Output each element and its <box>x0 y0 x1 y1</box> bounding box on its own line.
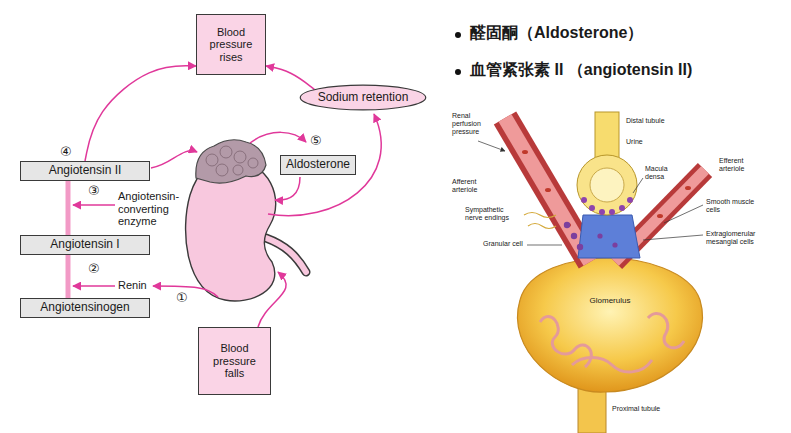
trigger-box: Blood pressure falls <box>198 327 271 395</box>
leader-line <box>664 205 703 223</box>
anatomy-label: Proximal tubule <box>612 405 672 413</box>
hormone-box: Angiotensinogen <box>20 298 150 318</box>
adrenal-gland <box>196 140 266 183</box>
blood-cell <box>522 150 528 154</box>
anatomy-label: Smooth muscle cells <box>706 198 766 214</box>
nerve-endings <box>524 213 556 229</box>
adrenal-lobule <box>248 158 258 168</box>
effect-arrow <box>266 66 314 89</box>
tubule-section <box>577 155 637 215</box>
node-text: Sodium retention <box>318 91 409 105</box>
node-text: Blood pressure falls <box>203 342 266 380</box>
macula-cell <box>589 205 595 211</box>
glomerulus <box>517 258 702 392</box>
enzyme-label: Renin <box>118 279 152 292</box>
callout-number: ② <box>88 262 106 277</box>
adrenal-texture <box>206 146 258 176</box>
leader-line <box>643 235 703 240</box>
blood-cells <box>522 150 691 227</box>
leader-line <box>527 245 562 246</box>
anatomy-label: Distal tubule <box>626 117 686 125</box>
adrenal-lobule <box>220 146 232 158</box>
macula-cell <box>619 205 625 211</box>
pathway-arrow <box>268 114 381 216</box>
leader-lines <box>478 141 703 245</box>
pathway-arrow <box>151 151 197 168</box>
enzyme-arrow <box>73 285 115 287</box>
outcome-box: Blood pressure rises <box>196 14 266 75</box>
node-text: Angiotensin II <box>49 164 122 178</box>
capillary <box>572 358 652 372</box>
leader-line <box>633 178 643 193</box>
macula-cell <box>599 209 605 215</box>
macula-cell <box>627 197 633 203</box>
hormone-box: Aldosterone <box>280 155 356 175</box>
blood-cell <box>545 188 551 192</box>
hormone-box: Angiotensin II <box>20 161 150 181</box>
pathway-arrow <box>275 177 300 200</box>
macula-densa <box>581 197 633 215</box>
granular-cell <box>564 222 570 228</box>
conversion-bar <box>66 181 71 235</box>
juxtaglomerular-figure <box>478 112 705 433</box>
node-text: Aldosterone <box>286 158 350 172</box>
hormone-box: Angiotensin I <box>20 235 150 255</box>
callout-number: ④ <box>60 145 78 160</box>
anatomy-label: Extraglomerular mesangial cells <box>706 230 776 246</box>
blood-cell <box>657 214 663 218</box>
effect-ellipse: Sodium retention <box>299 84 427 111</box>
blood-cell <box>685 186 691 190</box>
pathway-arrows <box>73 114 381 327</box>
mesangial-cells <box>578 215 640 258</box>
pressure-arrow <box>478 141 505 151</box>
adrenal-lobule <box>206 154 218 166</box>
node-text: Angiotensin I <box>50 238 119 252</box>
macula-cell <box>609 209 615 215</box>
pathway-arrow <box>258 272 286 327</box>
enzyme-arrow <box>73 204 115 206</box>
granular-cell <box>577 244 583 250</box>
effect-arrow <box>85 66 196 161</box>
granular-cell <box>597 233 602 238</box>
ellipse-shape <box>300 85 425 110</box>
conversion-bar <box>66 255 71 298</box>
bullet-dot <box>455 69 461 75</box>
granular-cell <box>612 242 617 247</box>
anatomy-label: Afferent arteriole <box>452 178 492 194</box>
enzyme-label: Angiotensin-converting enzyme <box>118 190 188 228</box>
anatomy-label: Renal perfusion pressure <box>452 112 496 136</box>
anatomy-label: Glomerulus <box>580 296 640 305</box>
adrenal-lobule <box>233 165 243 175</box>
adrenal-lobule <box>216 164 228 176</box>
node-text: Blood pressure rises <box>201 26 261 64</box>
bullet-text: 醛固酮（Aldosterone） <box>470 24 643 42</box>
granular-cell <box>571 233 577 239</box>
callout-number: ③ <box>88 184 106 199</box>
node-text: Angiotensinogen <box>40 301 129 315</box>
capillary-loops <box>540 313 684 372</box>
macula-cell <box>581 197 587 203</box>
anatomy-label: Sympathetic nerve endings <box>465 206 519 222</box>
adrenal-lobule <box>234 151 246 163</box>
callout-number: ① <box>176 291 194 306</box>
anatomy-label: Granular cell <box>483 240 527 248</box>
capillary <box>648 313 684 347</box>
anatomy-label: Urine <box>626 138 656 146</box>
callout-number: ⑤ <box>310 134 328 149</box>
pathway-arrow <box>250 132 306 143</box>
anatomy-label: Macula densa <box>645 165 679 181</box>
tubule-lumen <box>590 168 624 202</box>
granular-cells <box>564 222 618 250</box>
anatomy-label: Efferent arteriole <box>719 157 759 173</box>
bullet-text: 血管紧张素 II （angiotensin II) <box>470 61 692 79</box>
bullet-dot <box>455 32 461 38</box>
